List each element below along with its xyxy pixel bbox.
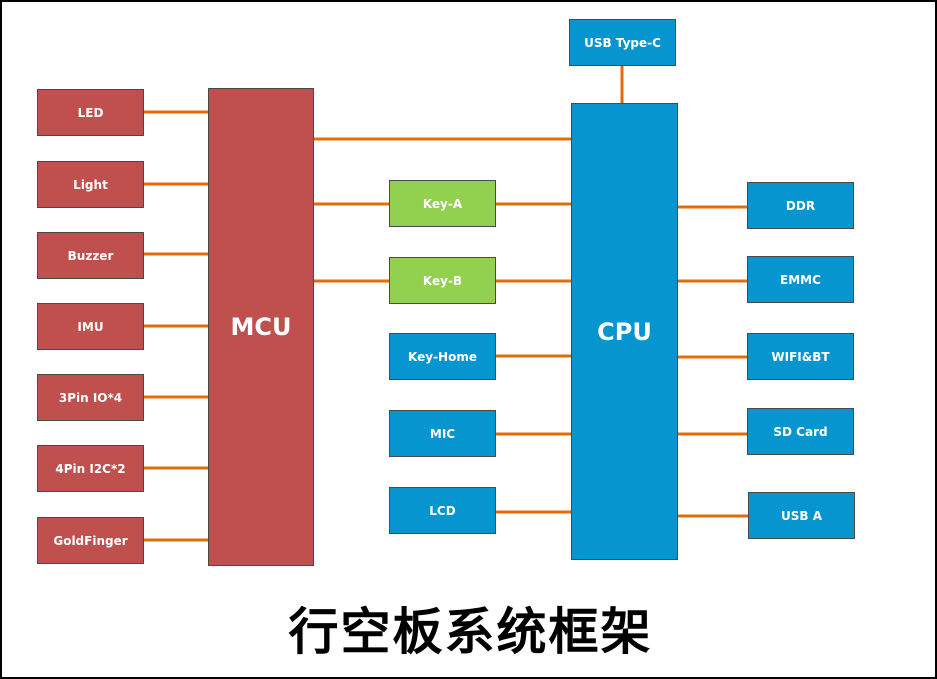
key-a-button: Key-A: [389, 180, 496, 227]
key-b-button: Key-B: [389, 257, 496, 304]
key-home-button: Key-Home: [389, 333, 496, 380]
sd-card-block: SD Card: [747, 408, 854, 455]
peripheral-4pin-i2c: 4Pin I2C*2: [37, 445, 144, 492]
lcd-block: LCD: [389, 487, 496, 534]
peripheral-buzzer: Buzzer: [37, 232, 144, 279]
peripheral-led: LED: [37, 89, 144, 136]
page-title: 行空板系统框架: [288, 603, 653, 661]
mcu-block: MCU: [208, 88, 314, 566]
peripheral-imu: IMU: [37, 303, 144, 350]
peripheral-light: Light: [37, 161, 144, 208]
peripheral-goldfinger: GoldFinger: [37, 517, 144, 564]
peripheral-3pin-io: 3Pin IO*4: [37, 374, 144, 421]
emmc-block: EMMC: [747, 256, 854, 303]
ddr-block: DDR: [747, 182, 854, 229]
cpu-block: CPU: [571, 103, 678, 560]
wifi-bt-block: WIFI&BT: [747, 333, 854, 380]
mic-block: MIC: [389, 410, 496, 457]
usb-a-block: USB A: [748, 492, 855, 539]
usb-type-c-block: USB Type-C: [569, 19, 676, 66]
